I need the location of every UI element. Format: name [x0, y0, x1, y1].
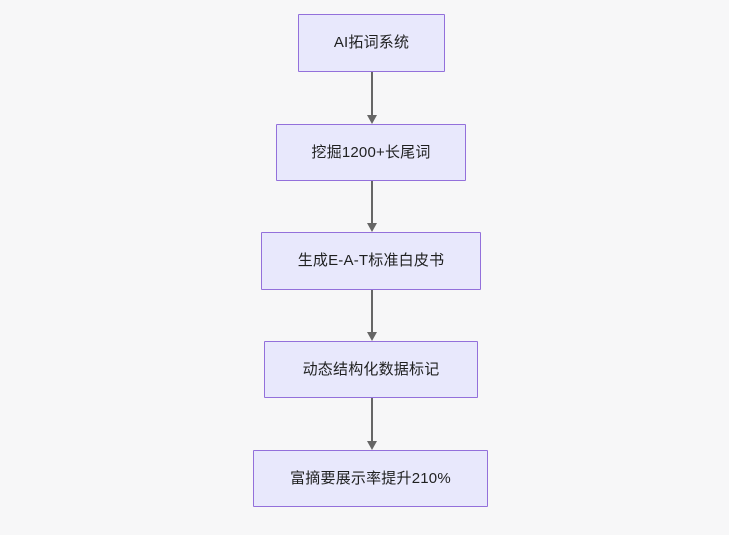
- flowchart-edge-n4-n5: [367, 398, 377, 450]
- flowchart-edge-n3-n4: [367, 290, 377, 341]
- flowchart-node-rich-snippet-impression-lift[interactable]: 富摘要展示率提升210%: [253, 450, 488, 507]
- flowchart-node-ai-keyword-system[interactable]: AI拓词系统: [298, 14, 445, 72]
- flowchart-node-label: AI拓词系统: [333, 34, 410, 52]
- arrowhead-icon: [367, 115, 377, 124]
- flowchart-node-label: 动态结构化数据标记: [302, 360, 440, 378]
- edge-line: [371, 72, 373, 116]
- flowchart-node-mine-longtail-keywords[interactable]: 挖掘1200+长尾词: [276, 124, 466, 181]
- edge-line: [371, 398, 373, 442]
- edge-line: [371, 290, 373, 333]
- arrowhead-icon: [367, 223, 377, 232]
- flowchart-edge-n1-n2: [367, 72, 377, 124]
- flowchart-node-label: 挖掘1200+长尾词: [311, 143, 431, 161]
- flowchart-node-dynamic-structured-data-markup[interactable]: 动态结构化数据标记: [264, 341, 478, 398]
- flowchart-node-generate-eat-whitepaper[interactable]: 生成E-A-T标准白皮书: [261, 232, 481, 290]
- flowchart-node-label: 生成E-A-T标准白皮书: [297, 252, 445, 270]
- flowchart-edge-n2-n3: [367, 181, 377, 232]
- edge-line: [371, 181, 373, 224]
- arrowhead-icon: [367, 332, 377, 341]
- arrowhead-icon: [367, 441, 377, 450]
- flowchart-node-label: 富摘要展示率提升210%: [290, 469, 451, 487]
